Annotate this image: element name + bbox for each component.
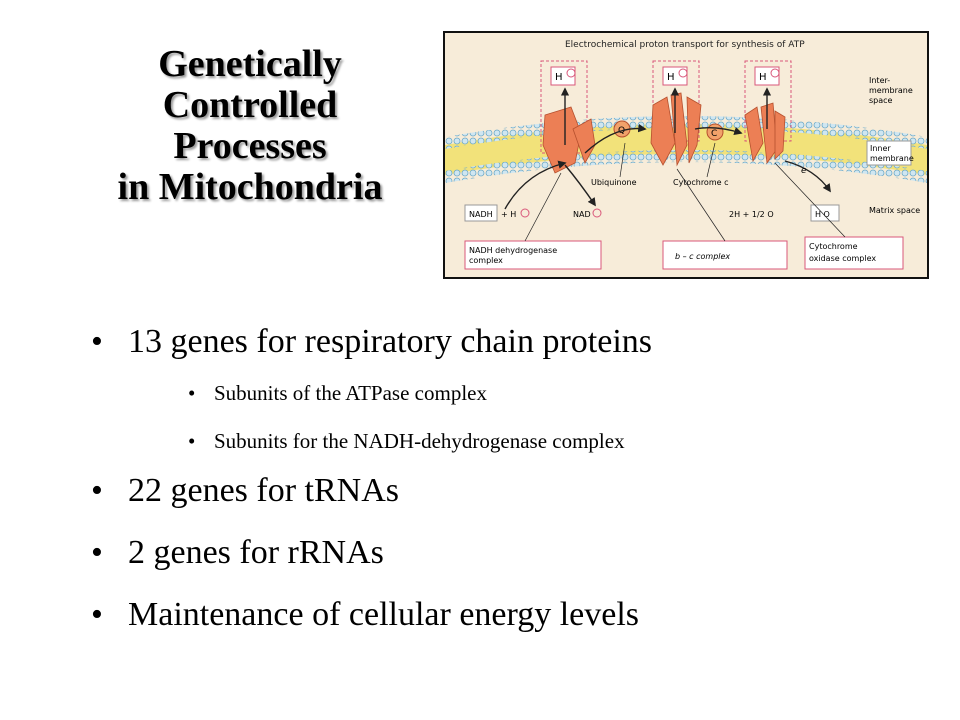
inner-membrane-box [866, 140, 912, 166]
intermembrane-label: Inter- [869, 76, 890, 85]
bullet-text: 13 genes for respiratory chain proteins [128, 323, 652, 360]
bullet-text: Maintenance of cellular energy levels [128, 596, 640, 633]
proton-label: H [759, 72, 767, 83]
figure-svg: Electrochemical proton transport for syn… [445, 33, 927, 277]
nadh-dehydrogenase-label: complex [469, 256, 503, 265]
title-line: Genetically [158, 43, 342, 85]
bullet-text: 2 genes for rRNAs [128, 534, 384, 571]
complex-label-boxes [464, 162, 904, 270]
electron-transport-figure: Electrochemical proton transport for syn… [443, 31, 929, 279]
bullet-glyph: • [91, 472, 103, 509]
intermembrane-label: space [869, 96, 893, 105]
bullet-glyph: • [91, 534, 103, 571]
bullet-glyph: • [188, 381, 196, 405]
title-line: Processes [173, 125, 327, 167]
title-line: in Mitochondria [117, 166, 383, 208]
h2o-box [810, 204, 840, 222]
bullet-text: Subunits for the NADH-dehydrogenase comp… [214, 429, 625, 453]
title-line: Controlled [162, 84, 338, 126]
h2o-label: H O [815, 210, 830, 219]
bullet-text: Subunits of the ATPase complex [214, 381, 487, 405]
nadh-dehydrogenase-label: NADH dehydrogenase [469, 246, 557, 255]
bullet-glyph: • [91, 596, 103, 633]
proton-label: H [667, 72, 675, 83]
cytochrome-oxidase-label: oxidase complex [809, 254, 876, 263]
cytochrome-oxidase-label: Cytochrome [809, 242, 858, 251]
matrix-label: Matrix space [869, 206, 920, 215]
c-label: C [711, 129, 717, 139]
inner-membrane-label: membrane [870, 154, 914, 163]
bc1-complex-label: b – c complex [675, 252, 730, 261]
nad-label: NAD [573, 210, 591, 219]
proton-label: H [555, 72, 563, 83]
figure-title: Electrochemical proton transport for syn… [565, 40, 805, 50]
inner-membrane-label: Inner [870, 144, 891, 153]
bullet-text: 22 genes for tRNAs [128, 472, 400, 509]
ubiquinone-label: Ubiquinone [591, 178, 637, 187]
nadh-label: NADH [469, 210, 493, 219]
flow-arrows [504, 87, 831, 210]
nadh-box [464, 204, 498, 222]
plus-h-label: + H [501, 210, 516, 219]
bullet-glyph: • [91, 323, 103, 360]
slide-title: Genetically Controlled Processes in Mito… [60, 44, 440, 208]
oxygen-equation-label: 2H + 1/2 O [729, 210, 774, 219]
proton-boxes: H H H [540, 60, 792, 154]
bullet-glyph: • [188, 429, 196, 453]
intermembrane-label: membrane [869, 86, 913, 95]
electron-label: e [801, 166, 807, 176]
cytochrome-c-label: Cytochrome c [673, 178, 728, 187]
